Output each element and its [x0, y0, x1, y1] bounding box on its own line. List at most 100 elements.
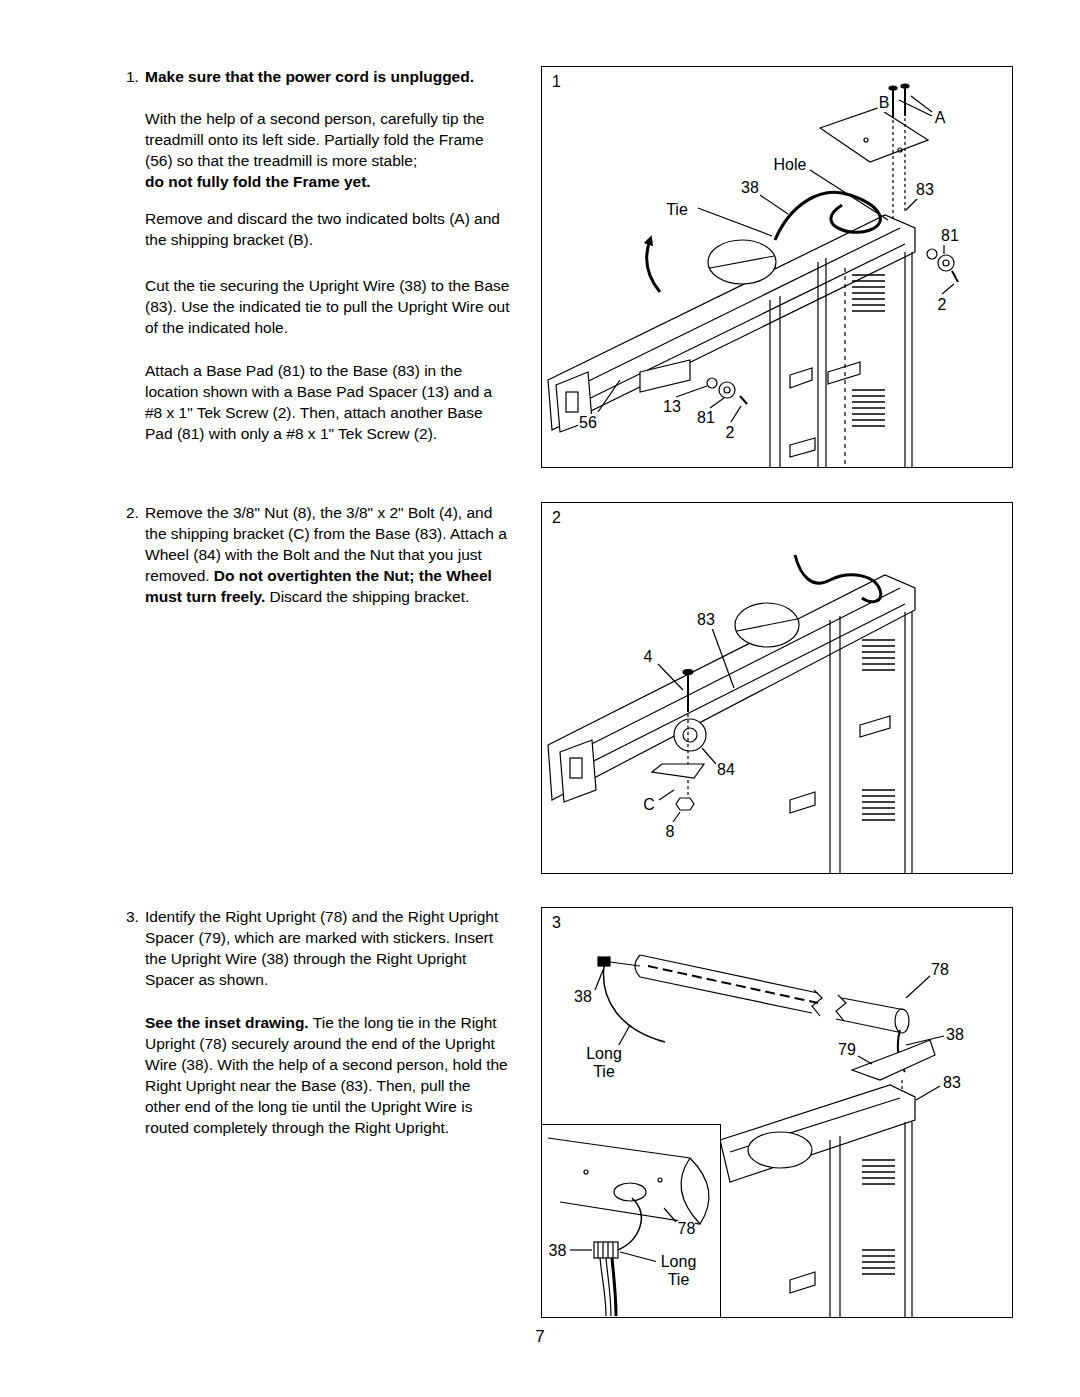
- callout-number: 2: [725, 424, 736, 442]
- illustration-line: [916, 1086, 940, 1100]
- illustration-line: [584, 1170, 588, 1174]
- illustration-line: [790, 368, 812, 388]
- illustration-line: [852, 419, 885, 421]
- callout-number: 81: [940, 227, 960, 245]
- illustration-line: [820, 108, 928, 162]
- callout-number: 38: [945, 1026, 965, 1044]
- instruction-text: 3.: [126, 908, 139, 925]
- illustration-line: [862, 669, 895, 671]
- illustration-line: [790, 1272, 815, 1293]
- illustration-line: [862, 801, 895, 803]
- illustration-line: [892, 90, 894, 118]
- callout-number: 13: [662, 398, 682, 416]
- illustration-line: [712, 628, 734, 688]
- illustration-line: [659, 790, 674, 800]
- illustration-line: [737, 619, 797, 631]
- instruction-text: Remove the 3/8" Nut (8), the 3/8" x 2" B…: [145, 502, 510, 607]
- callout-number: 38: [573, 988, 593, 1006]
- callout-number: 8: [665, 823, 676, 841]
- illustration-line: [952, 271, 958, 282]
- callout-number: 81: [696, 409, 716, 427]
- callout-number: 83: [696, 611, 716, 629]
- illustration-line: [612, 1242, 613, 1258]
- illustration-line: [862, 639, 895, 641]
- page-number: 7: [535, 1327, 544, 1346]
- illustration-line: [614, 1183, 646, 1201]
- instruction-text: Make sure that the power cord is unplugg…: [145, 66, 525, 87]
- illustration-line: [942, 284, 954, 294]
- instruction-text: With the help of a second person, carefu…: [145, 110, 484, 169]
- illustration-line: [862, 1160, 895, 1274]
- illustration-line: [597, 1242, 598, 1258]
- callout-number: 4: [643, 648, 654, 666]
- illustration-line: [862, 819, 895, 821]
- illustration-line: [710, 398, 724, 408]
- illustration-line: [683, 670, 693, 675]
- illustration-line: [779, 296, 780, 468]
- instruction-text: 1.: [126, 66, 148, 87]
- illustration-line: [790, 792, 815, 813]
- instruction-text: See the inset drawing.Tie the long tie i…: [145, 1012, 510, 1138]
- illustration-line: [790, 438, 815, 457]
- illustration-line: [899, 100, 932, 116]
- illustration-line: [836, 1019, 898, 1032]
- illustration-line: [570, 758, 582, 778]
- illustration-line: [911, 96, 932, 112]
- illustration-line: [852, 275, 885, 426]
- illustration-line: [598, 957, 610, 966]
- illustration-line: [829, 620, 830, 874]
- illustration-line: [943, 244, 944, 254]
- illustration-line: [812, 990, 822, 1016]
- illustration-line: [901, 84, 909, 88]
- illustration-line: [852, 274, 885, 276]
- illustration-line: [852, 401, 885, 403]
- illustration-line: [652, 764, 704, 778]
- illustration-line: [566, 604, 905, 775]
- illustration-line: [610, 962, 640, 966]
- illustration-line: [735, 603, 799, 647]
- instruction-text: Identify the Right Upright (78) and the …: [145, 908, 498, 988]
- illustration-line: [862, 645, 895, 647]
- callout-number: 2: [937, 296, 948, 314]
- illustration-line: [860, 716, 890, 737]
- illustration-line: [548, 1138, 709, 1224]
- illustration-line: [852, 389, 885, 391]
- illustration-line: [702, 748, 716, 764]
- illustration-line: [828, 362, 860, 384]
- illustration-line: [748, 1132, 812, 1168]
- illustration-line: [560, 740, 596, 802]
- illustration-line: [664, 1208, 676, 1222]
- illustration-line: [938, 255, 954, 271]
- illustration-line: [674, 719, 706, 751]
- illustration-line: [852, 395, 885, 397]
- figure-number: 3: [552, 914, 561, 932]
- instruction-text: Cut the tie securing the Upright Wire (3…: [145, 277, 509, 336]
- illustration-line: [600, 1258, 606, 1316]
- illustration-line: [895, 1009, 909, 1033]
- illustration-line: [760, 195, 788, 214]
- illustration-line: [862, 1159, 895, 1161]
- illustration-line: [862, 1177, 895, 1179]
- illustration-line: [927, 249, 937, 259]
- illustration-line: [862, 813, 895, 815]
- illustration-line: [904, 118, 905, 214]
- callout-number: 84: [716, 761, 736, 779]
- illustration-line: [911, 1122, 912, 1318]
- illustration-line: [710, 256, 774, 268]
- illustration-line: [906, 1036, 944, 1045]
- illustration-line: [602, 1242, 603, 1258]
- callout-number: 56: [578, 414, 598, 432]
- figure-number: 2: [552, 509, 561, 527]
- illustration-line: [839, 1136, 840, 1318]
- callout-number: 83: [942, 1074, 962, 1092]
- illustration-line: [898, 148, 902, 152]
- illustration-line: [911, 612, 912, 874]
- callout-number: 79: [837, 1041, 857, 1059]
- illustration-line: [595, 970, 603, 990]
- illustration-line: [604, 966, 665, 1042]
- illustration-line: [795, 555, 881, 602]
- illustration-line: [858, 1056, 872, 1064]
- illustration-line: [720, 1085, 915, 1182]
- illustration-line: [648, 966, 818, 1003]
